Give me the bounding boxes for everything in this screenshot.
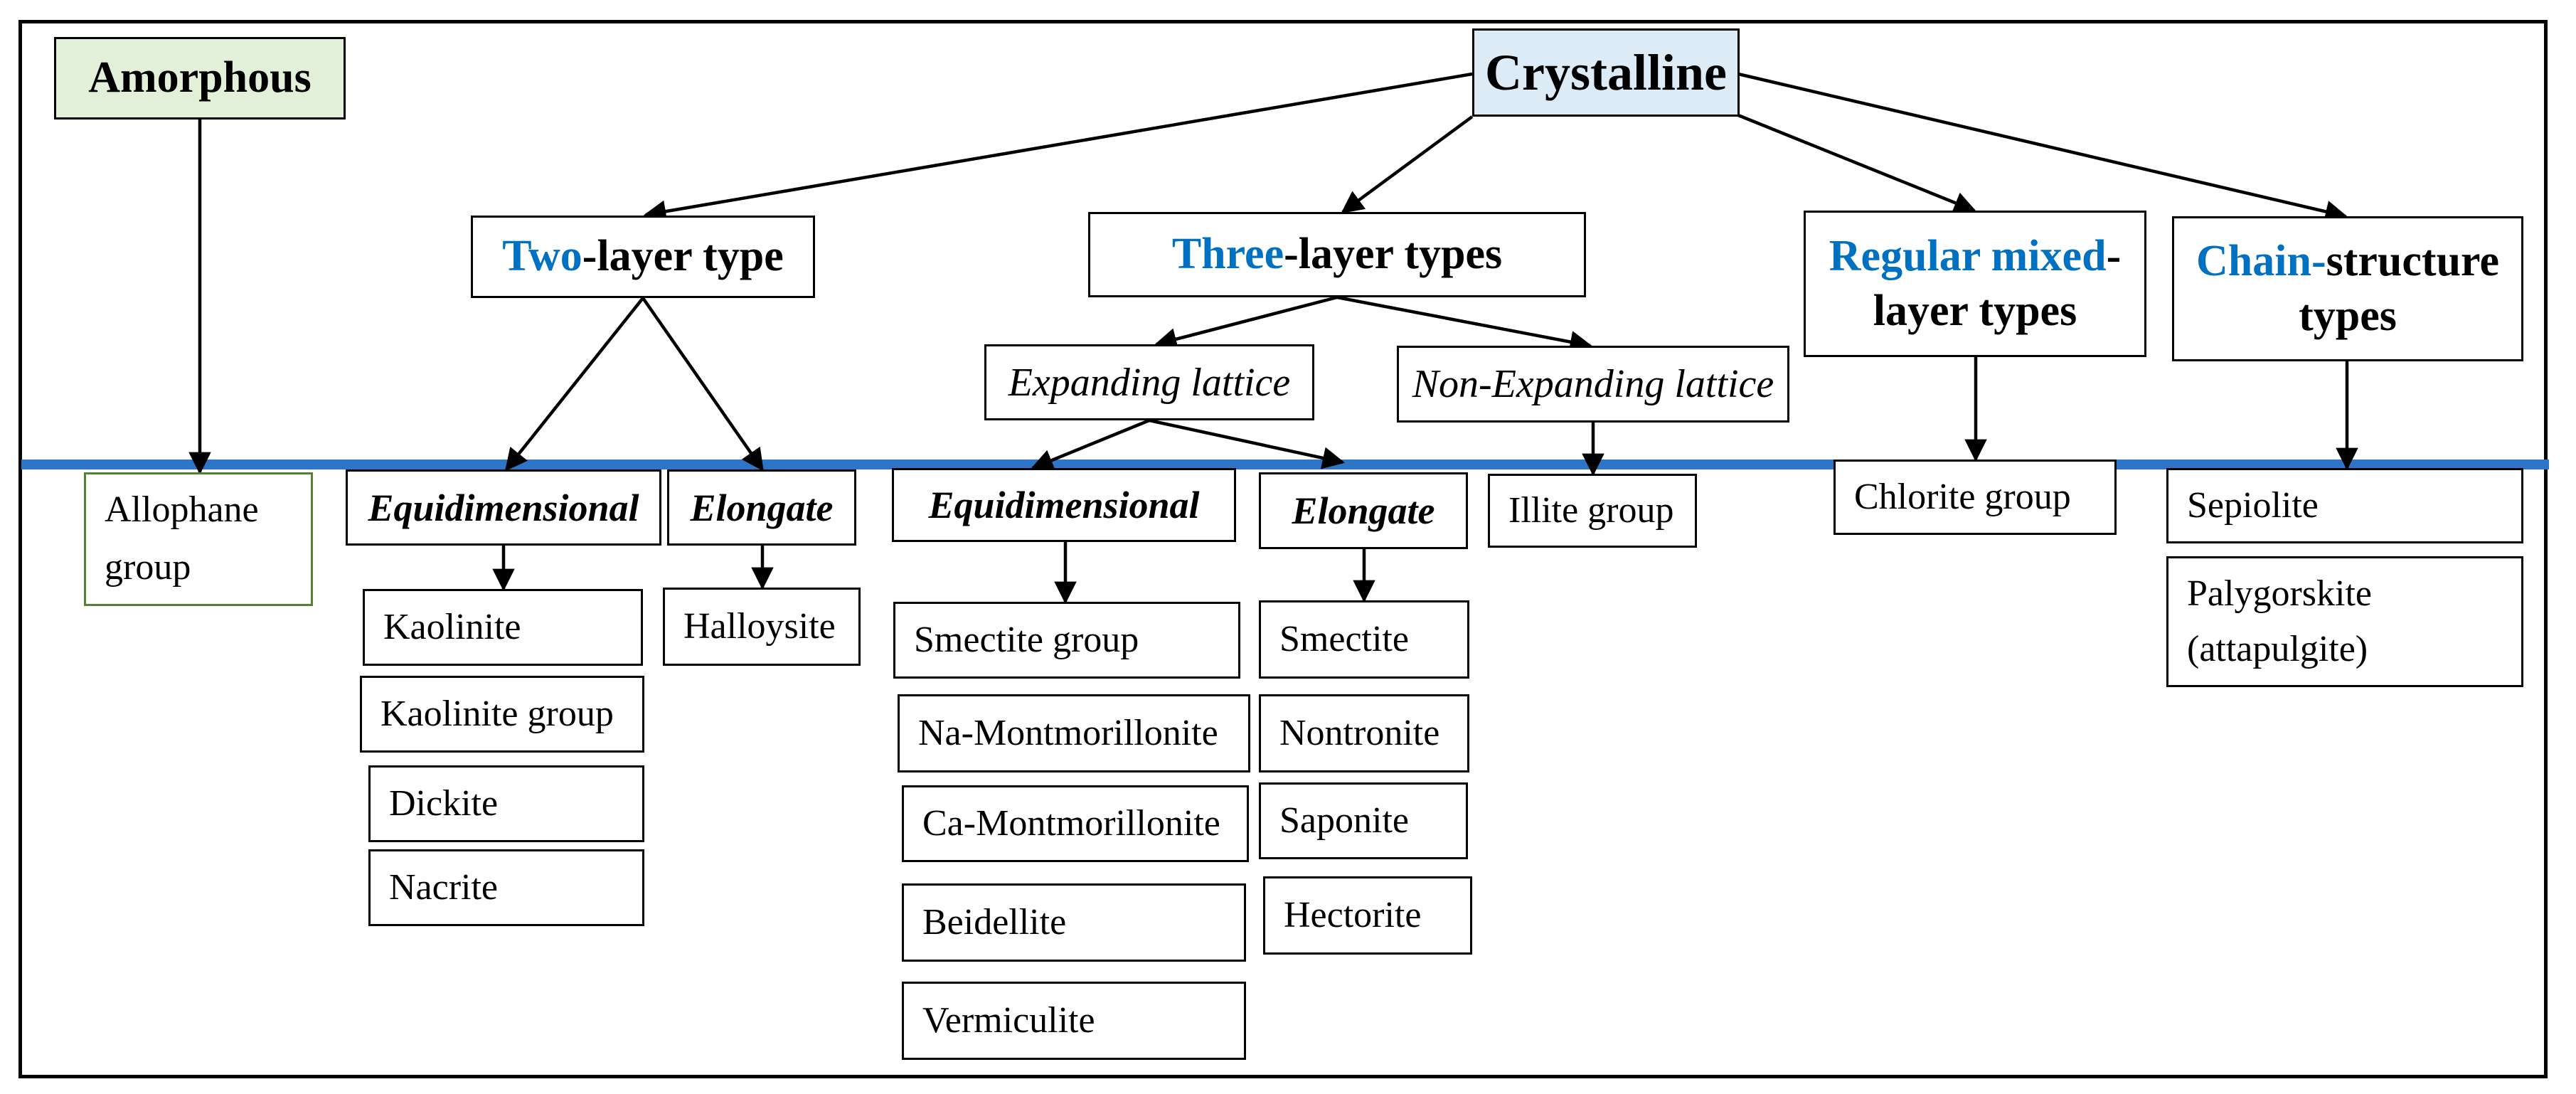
- three-layer-accent: Three: [1171, 230, 1284, 279]
- list-item: Kaolinite group: [360, 676, 644, 753]
- arrow-two-layer-equi: [505, 297, 644, 472]
- arrow-expanding-equi: [1031, 418, 1150, 471]
- three-layer-elongate-box: Elongate: [1259, 472, 1468, 549]
- regular-mixed-rest-2: layer types: [1873, 287, 2077, 335]
- regular-mixed-rest-1: -: [2106, 231, 2122, 280]
- three-layer-equidimensional-box: Equidimensional: [892, 468, 1236, 542]
- arrow-crystalline-regular-mixed: [1737, 113, 1976, 213]
- list-item: Na-Montmorillonite: [898, 694, 1250, 772]
- chlorite-group-label: Chlorite group: [1854, 477, 2071, 517]
- two-layer-rest: -layer type: [582, 232, 784, 281]
- two-layer-accent: Two: [502, 232, 582, 281]
- illite-group-label: Illite group: [1508, 490, 1674, 531]
- arrow-crystalline-chain: [1737, 72, 2348, 223]
- chain-accent: Chain-: [2196, 236, 2326, 285]
- arrow-crystalline-three-layer: [1341, 115, 1474, 213]
- allophane-box: Allophane group: [84, 472, 313, 606]
- list-item: Beidellite: [902, 883, 1246, 962]
- list-item: Nacrite: [368, 849, 644, 926]
- list-item: Hectorite: [1263, 876, 1472, 955]
- arrow-three-layer-nonexpanding: [1336, 295, 1593, 354]
- chain-rest-1: structure: [2326, 236, 2499, 285]
- amorphous-label: Amorphous: [88, 53, 312, 102]
- regular-mixed-accent: Regular mixed: [1829, 231, 2107, 280]
- saponite-label: Saponite: [1279, 800, 1409, 841]
- three-layer-elongate-label: Elongate: [1292, 489, 1435, 532]
- palygorskite-label: Palygorskite: [2187, 573, 2372, 614]
- arrow-expanding-elongate: [1149, 418, 1346, 469]
- three-layer-equidimensional-label: Equidimensional: [928, 484, 1200, 526]
- three-layer-rest: -layer types: [1284, 230, 1503, 279]
- chain-box: Chain-structure types: [2172, 216, 2523, 361]
- list-item: Halloysite: [663, 588, 861, 666]
- arrow-two-layer-elongate: [642, 297, 764, 472]
- list-item: Kaolinite: [363, 589, 643, 666]
- smectite-label: Smectite: [1279, 619, 1409, 659]
- list-item: Palygorskite (attapulgite): [2166, 556, 2523, 687]
- nontronite-label: Nontronite: [1279, 713, 1440, 753]
- two-layer-elongate-label: Elongate: [690, 486, 834, 529]
- list-item: Nontronite: [1259, 694, 1469, 772]
- three-layer-box: Three-layer types: [1088, 212, 1586, 297]
- arrow-three-layer-expanding: [1154, 295, 1338, 351]
- dickite-label: Dickite: [389, 783, 499, 824]
- two-layer-elongate-box: Elongate: [667, 469, 856, 546]
- smectite-group-label: Smectite group: [914, 620, 1139, 660]
- list-item: Vermiculite: [902, 982, 1246, 1060]
- non-expanding-lattice-label: Non-Expanding lattice: [1412, 362, 1774, 406]
- list-item: Ca-Montmorillonite: [902, 785, 1249, 862]
- expanding-lattice-label: Expanding lattice: [1008, 360, 1291, 405]
- list-item: Chlorite group: [1833, 460, 2117, 535]
- chain-rest-2: types: [2299, 292, 2397, 340]
- list-item: Dickite: [368, 765, 644, 842]
- amorphous-box: Amorphous: [54, 37, 346, 120]
- list-item: Smectite group: [893, 602, 1240, 679]
- expanding-lattice-box: Expanding lattice: [984, 344, 1314, 420]
- crystalline-box: Crystalline: [1472, 28, 1740, 117]
- crystalline-label: Crystalline: [1485, 43, 1727, 101]
- two-layer-box: Two-layer type: [471, 216, 815, 298]
- nacrite-label: Nacrite: [389, 867, 499, 908]
- two-layer-equidimensional-box: Equidimensional: [346, 469, 661, 546]
- non-expanding-lattice-box: Non-Expanding lattice: [1397, 346, 1789, 423]
- attapulgite-label: (attapulgite): [2187, 629, 2368, 669]
- allophane-label: Allophane group: [105, 489, 259, 588]
- arrow-crystalline-two-layer: [643, 72, 1473, 223]
- list-item: Sepiolite: [2166, 468, 2523, 543]
- vermiculite-label: Vermiculite: [922, 1000, 1095, 1041]
- two-layer-equidimensional-label: Equidimensional: [368, 486, 639, 529]
- regular-mixed-box: Regular mixed- layer types: [1804, 211, 2146, 357]
- kaolinite-group-label: Kaolinite group: [380, 694, 614, 734]
- beidellite-label: Beidellite: [922, 902, 1067, 942]
- ca-montmorillonite-label: Ca-Montmorillonite: [922, 803, 1220, 844]
- hectorite-label: Hectorite: [1284, 895, 1422, 935]
- kaolinite-label: Kaolinite: [383, 607, 521, 647]
- diagram-frame: [18, 20, 2548, 1078]
- na-montmorillonite-label: Na-Montmorillonite: [918, 713, 1218, 753]
- list-item: Smectite: [1259, 600, 1469, 679]
- list-item: Illite group: [1488, 474, 1697, 548]
- list-item: Saponite: [1259, 782, 1468, 859]
- halloysite-label: Halloysite: [683, 606, 836, 647]
- sepiolite-label: Sepiolite: [2187, 485, 2319, 526]
